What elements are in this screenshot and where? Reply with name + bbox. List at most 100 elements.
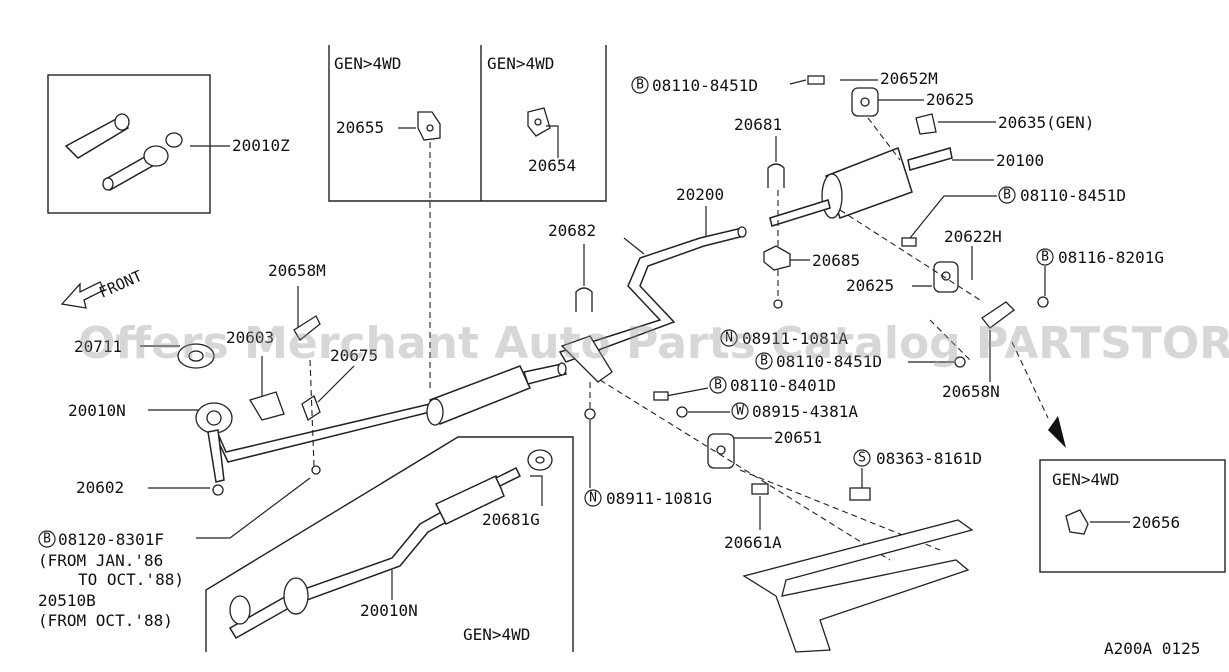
callout-20603: 20603 [226, 328, 274, 347]
callout-20010z: 20010Z [232, 136, 290, 155]
callout-20654: 20654 [528, 156, 576, 175]
svg-text:08110-8451D: 08110-8451D [652, 76, 758, 95]
inset-label-right: GEN>4WD [1052, 470, 1119, 489]
washer-08915-4381a [676, 406, 688, 418]
inset-label-top-left-a: GEN>4WD [334, 54, 401, 73]
bolt-08363-8161d [849, 487, 871, 501]
callout-20652m: 20652M [880, 69, 938, 88]
nut-20602 [212, 484, 224, 496]
fastener-08363-8161d: S 08363-8161D [853, 449, 982, 468]
svg-text:B: B [636, 78, 644, 93]
callout-20651: 20651 [774, 428, 822, 447]
bolt-mid [954, 356, 966, 368]
svg-text:08110-8401D: 08110-8401D [730, 376, 836, 395]
callout-20655: 20655 [336, 118, 384, 137]
callout-20602: 20602 [76, 478, 124, 497]
callout-20100: 20100 [996, 151, 1044, 170]
bolt-front [311, 465, 321, 475]
callout-20682: 20682 [548, 221, 596, 240]
callout-20681: 20681 [734, 115, 782, 134]
bolt-08116-8201g [1037, 296, 1049, 308]
bolt-upper-drawing [807, 75, 825, 85]
figure-code: A200A 0125 [1104, 639, 1200, 658]
clamp-20685-drawing [763, 245, 791, 271]
hanger-20651-drawing [707, 433, 735, 469]
clamp-20681-drawing [767, 163, 785, 188]
callout-20510b: 20510B [38, 591, 96, 610]
callout-20656: 20656 [1132, 513, 1180, 532]
inset-gen4wd-right-box [1039, 459, 1226, 573]
callout-20010n-front: 20010N [68, 401, 126, 420]
fastener-08915-4381a: W 08915-4381A [731, 402, 858, 421]
svg-text:08911-1081G: 08911-1081G [606, 489, 712, 508]
fastener-08110-8451d-right: B 08110-8451D [998, 186, 1126, 205]
callout-20711: 20711 [74, 337, 122, 356]
callout-20681g: 20681G [482, 510, 540, 529]
callout-20658n: 20658N [942, 382, 1000, 401]
gasket-20711-drawing [177, 343, 215, 369]
svg-text:B: B [760, 354, 768, 369]
svg-text:08911-1081A: 08911-1081A [742, 329, 848, 348]
kit-20010z-drawing [64, 113, 183, 192]
svg-text:W: W [736, 404, 744, 419]
svg-text:B: B [43, 532, 51, 547]
inset-label-bottom: GEN>4WD [463, 625, 530, 644]
bracket-20658m-drawing [293, 315, 321, 341]
callout-20010n-4wd: 20010N [360, 601, 418, 620]
fastener-08911-1081g: N 08911-1081G [584, 489, 712, 508]
inset-gen4wd-top-box [328, 45, 607, 202]
bolt-20661a-drawing [751, 483, 769, 495]
note-to-oct88: TO OCT.'88) [78, 570, 184, 589]
fastener-08110-8451d-mid: B 08110-8451D [755, 352, 882, 371]
rear-muffler-20100-drawing [769, 147, 953, 227]
watermark: Offers Merchant Auto Parts Catalog PARTS… [78, 318, 1229, 369]
fastener-08110-8401d: B 08110-8401D [709, 376, 836, 395]
svg-text:08120-8301F: 08120-8301F [58, 530, 164, 549]
hanger-20625-upper-drawing [851, 87, 879, 117]
bolt-right [901, 237, 917, 247]
callout-20625-lower: 20625 [846, 276, 894, 295]
svg-text:B: B [714, 378, 722, 393]
svg-text:08915-4381A: 08915-4381A [752, 402, 858, 421]
bracket-20655-drawing [417, 111, 441, 141]
svg-text:N: N [725, 331, 733, 346]
arrow-to-inset-icon [1044, 416, 1066, 448]
callout-20200: 20200 [676, 185, 724, 204]
front-label: FRONT [96, 267, 145, 302]
stay-20603-drawing [249, 391, 285, 421]
bracket-20635-drawing [915, 113, 937, 135]
front-pipe-20010n-drawing [195, 402, 431, 483]
nut-center [584, 408, 596, 420]
svg-text:N: N [589, 491, 597, 506]
fastener-08911-1081a: N 08911-1081A [720, 329, 848, 348]
nut-20685 [773, 299, 783, 309]
bracket-20656-drawing [1065, 509, 1089, 535]
fastener-08116-8201g: B 08116-8201G [1036, 248, 1164, 267]
inset-label-top-left-b: GEN>4WD [487, 54, 554, 73]
body-panel-drawing [742, 519, 974, 653]
callout-20658m: 20658M [268, 261, 326, 280]
hanger-20625-lower-drawing [933, 261, 959, 293]
bracket-20654-drawing [527, 107, 551, 137]
inset-20010z-box [47, 74, 211, 214]
bolt-08110-8401d [653, 391, 669, 401]
callout-20675: 20675 [330, 346, 378, 365]
svg-text:B: B [1003, 188, 1011, 203]
note-from-oct88: (FROM OCT.'88) [38, 611, 173, 630]
clamp-20682-drawing [575, 287, 593, 312]
note-from-jan86: (FROM JAN.'86 [38, 551, 163, 570]
front-arrow-icon [60, 281, 105, 309]
bracket-20658n-drawing [981, 301, 1015, 329]
center-muffler-drawing [426, 362, 568, 426]
callout-20622h: 20622H [944, 227, 1002, 246]
clamp-20675-drawing [301, 395, 321, 421]
callout-20685: 20685 [812, 251, 860, 270]
callout-20625-upper: 20625 [926, 90, 974, 109]
bracket-center-drawing [560, 335, 613, 383]
svg-text:08110-8451D: 08110-8451D [1020, 186, 1126, 205]
fastener-08120-8301f: B 08120-8301F [38, 530, 164, 549]
svg-text:08110-8451D: 08110-8451D [776, 352, 882, 371]
svg-text:B: B [1041, 250, 1049, 265]
callout-20635: 20635(GEN) [998, 113, 1094, 132]
